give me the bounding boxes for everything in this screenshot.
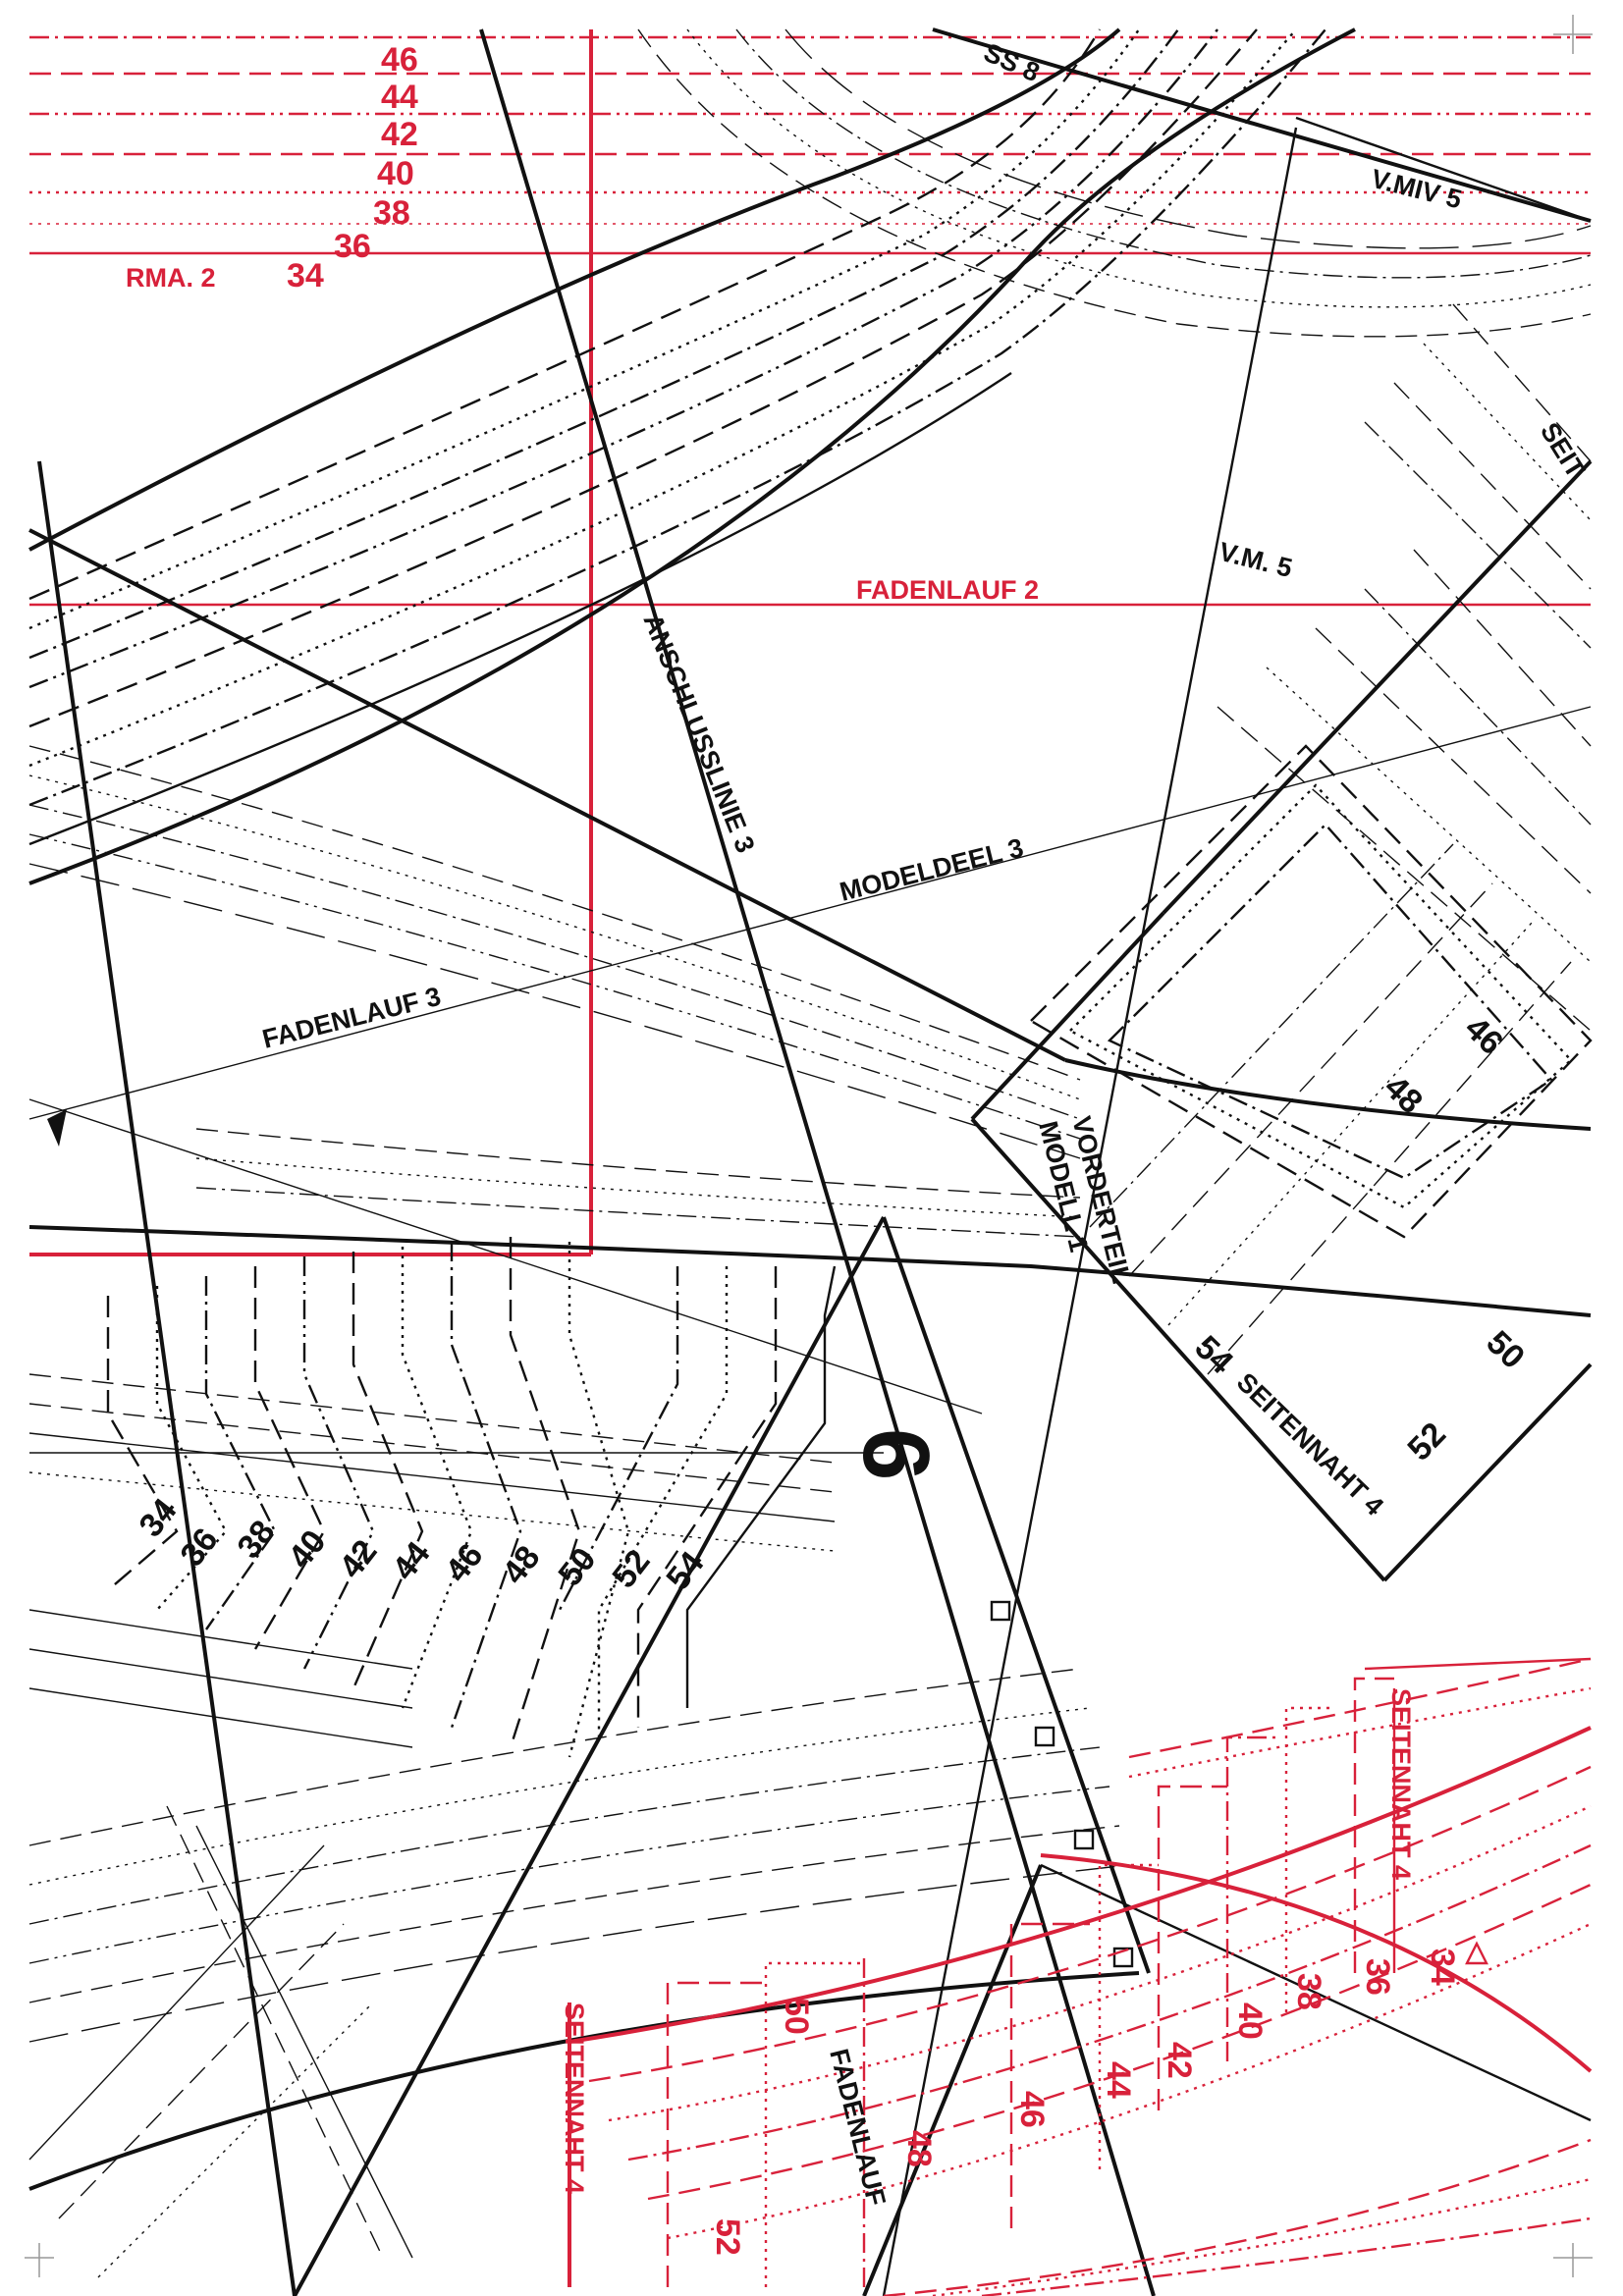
fadenlauf-2-label: FADENLAUF 2 <box>856 575 1039 605</box>
piece-number: 6 <box>843 1428 948 1480</box>
vm-label: V.M. 5 <box>1217 537 1296 583</box>
size-label-34: 34 <box>287 257 324 294</box>
red-size-48: 48 <box>900 2130 938 2167</box>
pattern-red-lines <box>568 1657 1593 2296</box>
size-label-42: 42 <box>381 116 418 153</box>
anschlusslinie-label: ANSCHLUSSLINIE 3 <box>637 610 760 857</box>
lower-size-36: 36 <box>173 1522 225 1574</box>
triangle-marker <box>47 1109 67 1147</box>
red-size-46: 46 <box>1013 2091 1051 2128</box>
size-label-40: 40 <box>377 155 414 192</box>
red-size-ladder-lines <box>29 29 1591 1256</box>
lower-size-38: 38 <box>230 1514 282 1566</box>
pattern-black-lines <box>28 27 1593 2296</box>
rma-label: RMA. 2 <box>126 263 216 293</box>
red-labels: 46 44 42 40 38 36 34 RMA. 2 FADENLAUF 2 … <box>126 41 1461 2256</box>
red-size-44: 44 <box>1100 2061 1137 2099</box>
diamond-size-54: 54 <box>1187 1328 1240 1381</box>
red-size-36: 36 <box>1359 1958 1396 1996</box>
lower-size-50: 50 <box>551 1541 603 1593</box>
seitennaht-bottom-label: SEITENNAHT 4 <box>560 2002 589 2194</box>
red-size-50: 50 <box>778 1998 815 2035</box>
red-size-38: 38 <box>1290 1973 1327 2010</box>
seitennaht-right-label: SEITENNAHT 4 <box>1386 1688 1416 1880</box>
red-size-52: 52 <box>709 2218 746 2256</box>
size-label-44: 44 <box>381 79 418 116</box>
diamond-size-52: 52 <box>1400 1415 1453 1468</box>
lower-size-34: 34 <box>132 1492 184 1544</box>
modeldeel-label: MODELDEEL 3 <box>837 832 1026 906</box>
crop-marks <box>25 15 1593 2277</box>
size-label-46: 46 <box>381 41 418 79</box>
diamond-size-46: 46 <box>1457 1009 1510 1062</box>
black-labels: 6 ANSCHLUSSLINIE 3 MODELDEEL 3 FADENLAUF… <box>132 37 1591 2209</box>
seit-top-label: SEIT <box>1535 417 1592 483</box>
red-size-42: 42 <box>1161 2042 1198 2079</box>
size-label-38: 38 <box>373 194 410 232</box>
diamond-size-50: 50 <box>1479 1323 1532 1376</box>
fadenlauf-bottom-label: FADENLAUF <box>824 2046 892 2209</box>
lower-size-44: 44 <box>385 1535 437 1587</box>
red-size-34: 34 <box>1424 1949 1461 1986</box>
lower-size-42: 42 <box>332 1533 384 1585</box>
lower-size-40: 40 <box>281 1523 333 1575</box>
lower-size-46: 46 <box>438 1537 490 1589</box>
fadenlauf-3-label: FADENLAUF 3 <box>259 982 444 1054</box>
top-number-label: SS 8 <box>980 37 1045 87</box>
red-size-40: 40 <box>1231 2002 1269 2040</box>
size-label-36: 36 <box>334 228 371 265</box>
